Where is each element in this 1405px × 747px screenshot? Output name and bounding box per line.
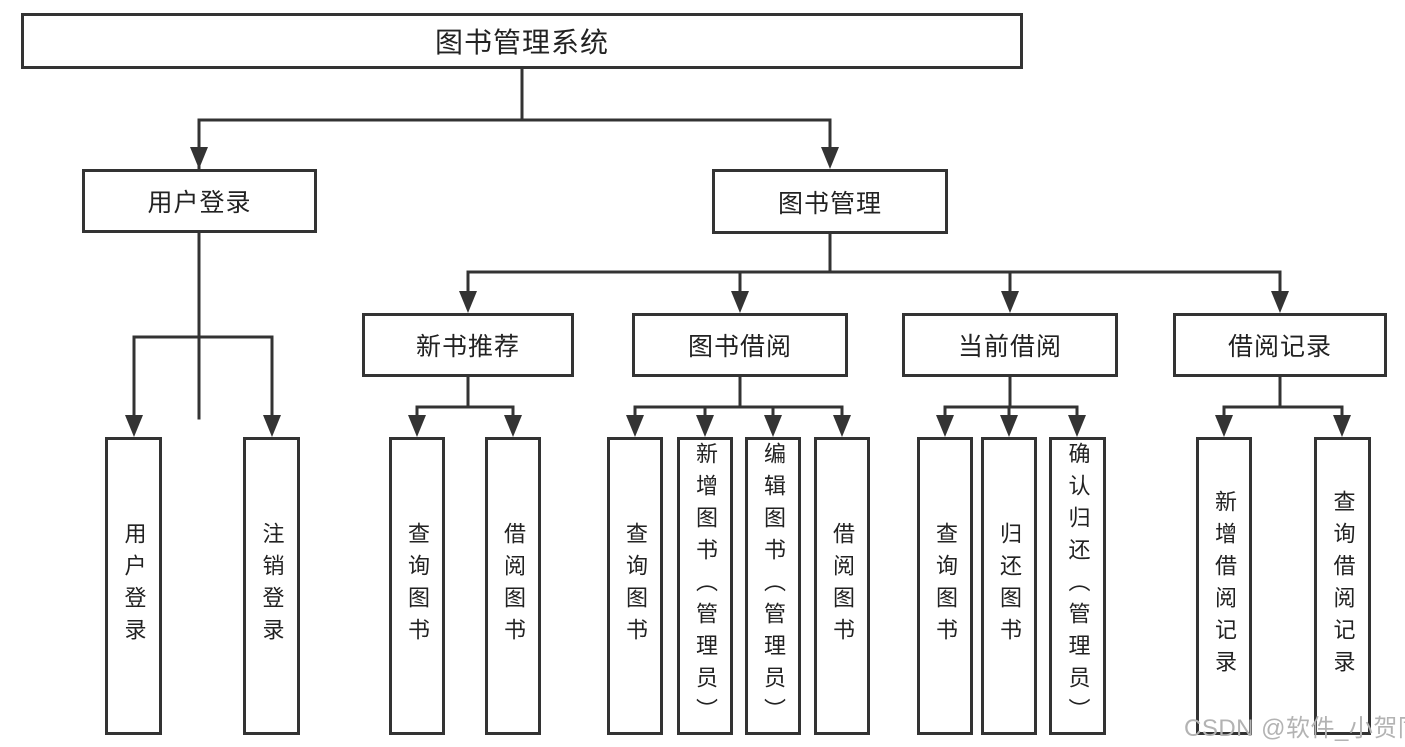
leaf-user-login: 用户登录 <box>105 437 162 735</box>
node-book-borrowing: 图书借阅 <box>632 313 848 377</box>
leaf-borrow-books-recommend: 借阅图书 <box>485 437 541 735</box>
leaf-query-borrow-record: 查询借阅记录 <box>1314 437 1371 735</box>
connector-current-borrow-children <box>936 373 1086 437</box>
node-current-borrowing: 当前借阅 <box>902 313 1118 377</box>
node-new-book-recommend: 新书推荐 <box>362 313 574 377</box>
leaf-confirm-return-admin: 确认归还（管理员） <box>1049 437 1106 735</box>
leaf-borrow-books-borrowing: 借阅图书 <box>814 437 870 735</box>
node-book-management: 图书管理 <box>712 169 948 234</box>
leaf-logout: 注销登录 <box>243 437 300 735</box>
leaf-query-books-borrowing: 查询图书 <box>607 437 663 735</box>
connector-book-borrow-children <box>626 373 851 437</box>
leaf-query-books-recommend: 查询图书 <box>389 437 445 735</box>
connector-user-login-children <box>125 229 281 437</box>
leaf-add-borrow-record: 新增借阅记录 <box>1196 437 1252 735</box>
connector-borrow-records-children <box>1215 373 1351 437</box>
arrowheads-level2 <box>190 147 839 169</box>
leaf-edit-books-admin: 编辑图书（管理员） <box>745 437 801 735</box>
csdn-watermark: CSDN @软件_小贺同学 <box>1184 715 1405 742</box>
node-user-login: 用户登录 <box>82 169 317 233</box>
leaf-return-books: 归还图书 <box>981 437 1037 735</box>
connector-root-to-level2 <box>197 64 832 420</box>
node-library-management-system: 图书管理系统 <box>21 13 1023 69</box>
node-borrowing-records: 借阅记录 <box>1173 313 1387 377</box>
leaf-query-books-current: 查询图书 <box>917 437 973 735</box>
connector-book-management-children <box>459 230 1289 313</box>
leaf-add-books-admin: 新增图书（管理员） <box>677 437 733 735</box>
connector-new-book-children <box>408 373 522 437</box>
